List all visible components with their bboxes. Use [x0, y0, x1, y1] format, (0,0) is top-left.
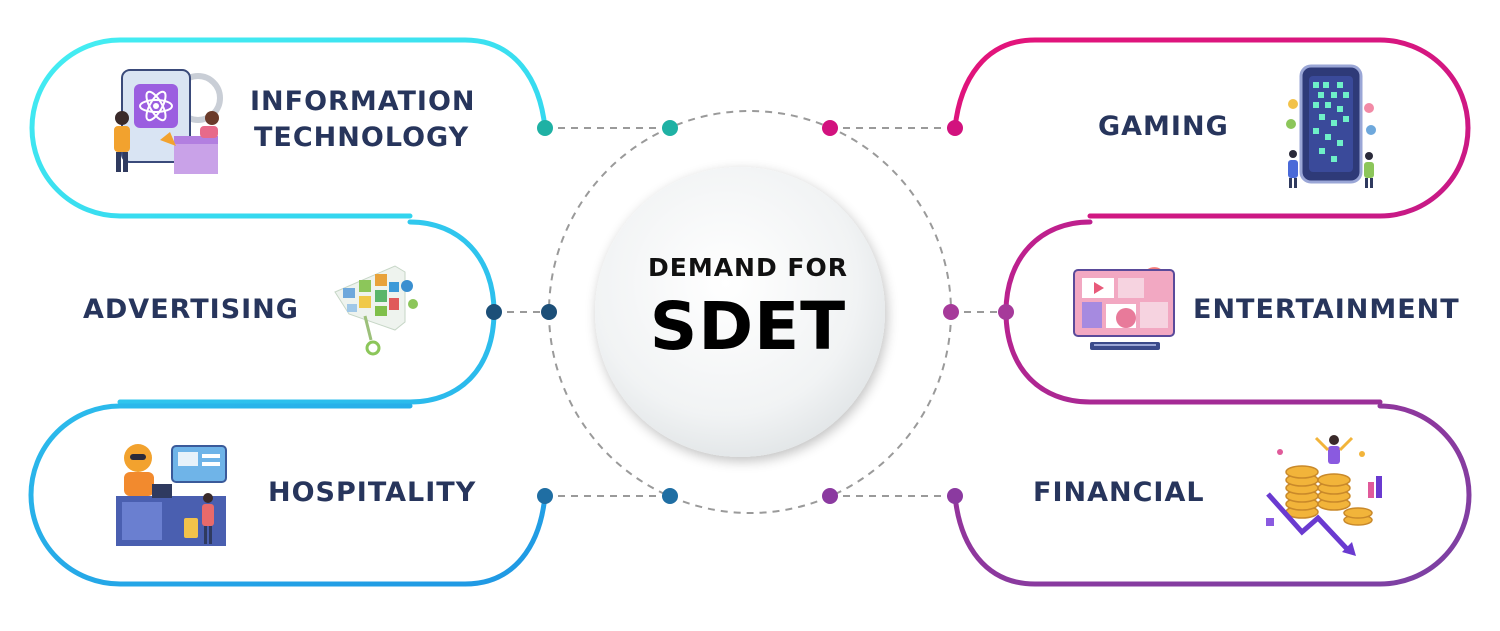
hub-title-big: SDET — [649, 288, 847, 365]
label-financial: FINANCIAL — [1033, 477, 1205, 508]
megaphone-icon — [334, 265, 418, 356]
connector-lines — [494, 127, 1006, 497]
mobile-game-icon — [1286, 64, 1376, 188]
label-gaming: GAMING — [1098, 111, 1229, 142]
label-entertainment: ENTERTAINMENT — [1193, 294, 1460, 325]
gaming-card-outline — [952, 37, 1471, 219]
hub-title-small: DEMAND FOR — [647, 253, 848, 282]
hospitality-card-outline — [28, 403, 548, 587]
hub-circle — [595, 167, 885, 457]
developer-phone-icon — [114, 69, 223, 174]
it-card-outline — [29, 37, 548, 219]
robot-concierge-icon — [116, 444, 227, 546]
label-information: INFORMATION — [250, 86, 476, 117]
label-hospitality: HOSPITALITY — [268, 477, 477, 508]
label-technology: TECHNOLOGY — [254, 122, 470, 153]
financial-card-outline — [952, 403, 1472, 587]
connector-dots — [486, 120, 1014, 504]
media-screen-icon — [1073, 267, 1175, 350]
coins-growth-icon — [1266, 435, 1382, 556]
label-advertising: ADVERTISING — [83, 294, 299, 325]
